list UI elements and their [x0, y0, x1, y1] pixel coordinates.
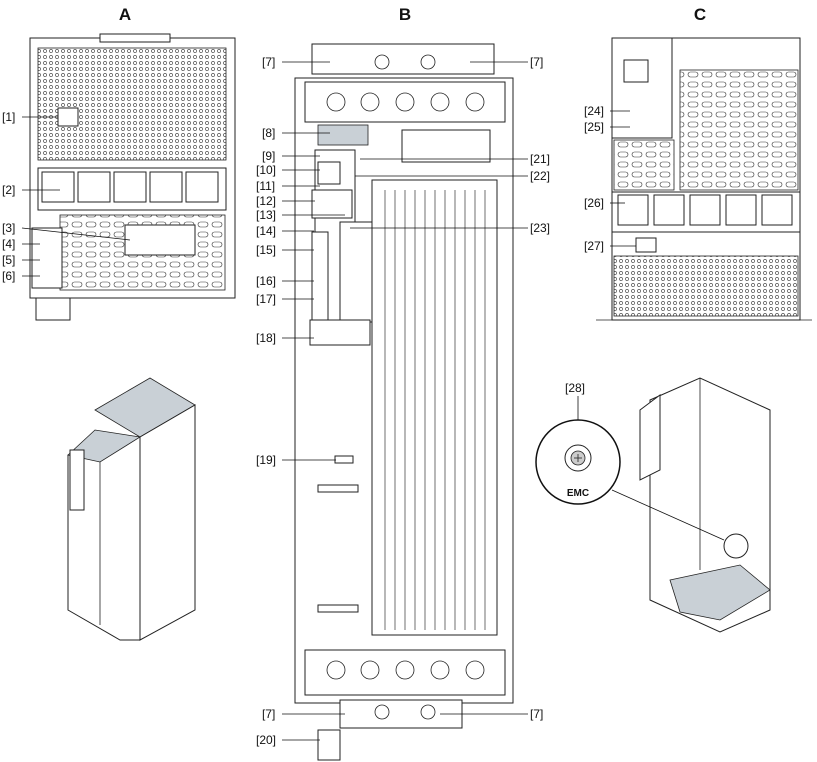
cable-gland-20 — [317, 729, 341, 761]
callout-label: [23] — [530, 221, 550, 235]
terminal-row-2 — [37, 167, 227, 211]
callout-label: [9] — [262, 149, 275, 163]
view-b-front — [294, 43, 514, 761]
callout-label: [14] — [256, 224, 276, 238]
callout-label: [24] — [584, 104, 604, 118]
view-b-labels-left: [7] [8] [9] [10] [11] [12] [13] [14] [15… — [256, 55, 345, 747]
view-a-labels: [1] [2] [3] [4] [5] [6] — [2, 110, 131, 283]
control-terminals — [31, 227, 63, 289]
callout-label: [16] — [256, 274, 276, 288]
callout-label: [22] — [530, 169, 550, 183]
callout-label: [20] — [256, 733, 276, 747]
view-c-labels: [24] [25] [26] [27] [28] — [565, 104, 636, 440]
view-c-top — [596, 37, 812, 321]
callout-label: [28] — [565, 381, 585, 395]
callout-label: [27] — [584, 239, 604, 253]
callout-label: [15] — [256, 243, 276, 257]
callout-label: [4] — [2, 237, 15, 251]
callout-label: [19] — [256, 453, 276, 467]
terminal-row-26 — [611, 191, 801, 233]
view-a-top — [29, 33, 236, 321]
emc-text: EMC — [567, 488, 589, 499]
connector-27 — [635, 237, 657, 253]
view-b-labels-right: [7] [21] [22] [23] [7] — [350, 55, 550, 721]
callout-label: [11] — [256, 179, 275, 193]
callout-label: [10] — [256, 163, 276, 177]
connector-1 — [57, 107, 79, 127]
emc-magnifier: EMC — [535, 419, 621, 505]
callout-label: [12] — [256, 194, 276, 208]
view-a-isometric — [67, 377, 196, 641]
callout-label: [8] — [262, 126, 275, 140]
view-a-title: A — [119, 5, 131, 24]
callout-label: [7] — [530, 707, 543, 721]
callout-label: [25] — [584, 120, 604, 134]
callout-label: [1] — [2, 110, 15, 124]
view-b-title: B — [399, 5, 411, 24]
view-c-isometric — [611, 377, 771, 633]
callout-label: [21] — [530, 152, 550, 166]
callout-label: [7] — [262, 707, 275, 721]
view-c-title: C — [694, 5, 706, 24]
callout-label: [13] — [256, 208, 276, 222]
callout-label: [3] — [2, 221, 15, 235]
callout-label: [18] — [256, 331, 276, 345]
callout-label: [6] — [2, 269, 15, 283]
callout-label: [2] — [2, 183, 15, 197]
callout-label: [5] — [2, 253, 15, 267]
callout-label: [7] — [262, 55, 275, 69]
callout-label: [17] — [256, 292, 276, 306]
callout-label: [26] — [584, 196, 604, 210]
callout-label: [7] — [530, 55, 543, 69]
emc-screw-location — [723, 533, 749, 559]
